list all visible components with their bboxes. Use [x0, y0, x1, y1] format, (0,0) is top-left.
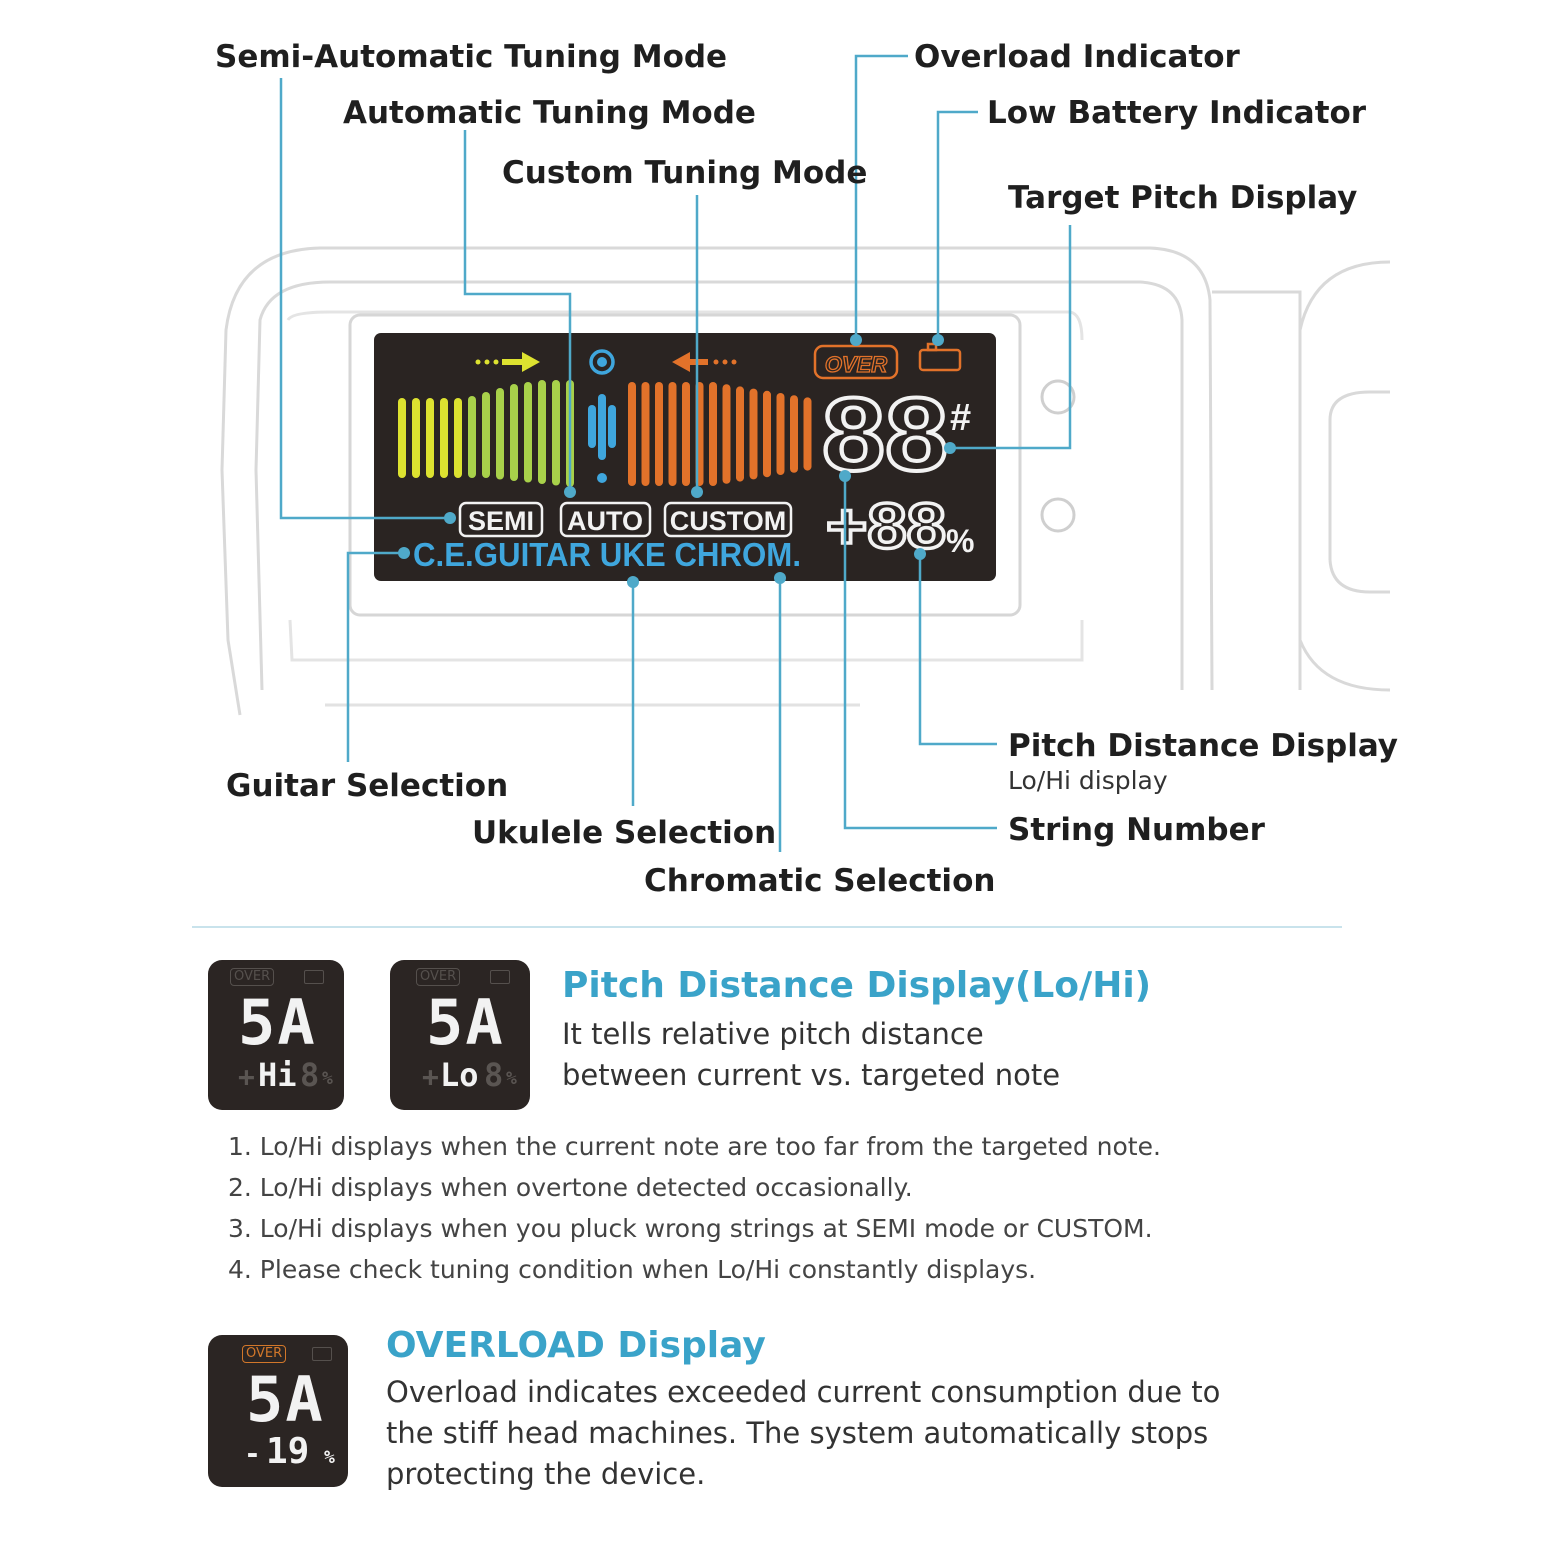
mini-battery-icon: [304, 970, 324, 984]
meter-bar-flat: [510, 384, 518, 481]
label-semi-automatic: Semi-Automatic Tuning Mode: [215, 39, 727, 75]
right-arrow-icon: [475, 352, 540, 372]
mini-battery-icon: [312, 1347, 332, 1361]
lohi-desc-line2: between current vs. targeted note: [562, 1058, 1061, 1092]
meter-bar-sharp: [803, 397, 812, 471]
mini-display-overload: OVER 5A - 19 %: [208, 1335, 348, 1487]
tuner-diagram: OVER 88 # +88 % SEMI AUTO CUSTOM C.E.GUI…: [192, 39, 1398, 928]
label-overload: Overload Indicator: [914, 39, 1241, 75]
mini-percent: %: [322, 1068, 333, 1089]
meter-bar-sharp: [776, 393, 785, 475]
lohi-title: Pitch Distance Display(Lo/Hi): [562, 965, 1152, 1006]
meter-bar-sharp: [628, 382, 636, 486]
mini-note-digits: 5A: [246, 1363, 325, 1436]
semi-mode-badge: SEMI: [458, 501, 544, 538]
meter-bar-flat: [468, 396, 476, 478]
housing-buttons: [1040, 379, 1076, 533]
lohi-notes-list: 1. Lo/Hi displays when the current note …: [228, 1126, 1308, 1290]
list-item: 3. Lo/Hi displays when you pluck wrong s…: [228, 1214, 1153, 1243]
lohi-desc-line1: It tells relative pitch distance: [562, 1017, 984, 1051]
mini-over-indicator: OVER: [230, 968, 275, 986]
meter-bar-flat: [538, 380, 546, 484]
label-custom: Custom Tuning Mode: [502, 155, 867, 191]
meter-bar-center: [588, 405, 596, 448]
lcd-over-text: OVER: [825, 352, 887, 377]
meter-bar-flat: [524, 382, 532, 483]
mini-sign: +: [422, 1060, 439, 1093]
auto-mode-badge: AUTO: [559, 501, 652, 538]
meter-bar-sharp: [682, 382, 690, 486]
meter-bar-flat: [482, 392, 490, 478]
percent-symbol: %: [946, 523, 974, 559]
tuner-housing: [220, 246, 1391, 716]
meter-bar-flat: [440, 398, 448, 478]
meter-bar-sharp: [736, 386, 744, 482]
label-target-pitch: Target Pitch Display: [1008, 180, 1357, 216]
label-automatic: Automatic Tuning Mode: [343, 95, 756, 131]
meter-bar-center: [598, 394, 606, 460]
meter-bar-sharp: [709, 382, 717, 486]
label-guitar: Guitar Selection: [226, 768, 508, 804]
meter-bar-sharp: [655, 382, 663, 486]
meter-bar-sharp: [641, 382, 650, 486]
label-pitch-distance-sub: Lo/Hi display: [1008, 766, 1168, 795]
mini-ghost-digit: 8: [484, 1056, 504, 1094]
lohi-text-block: Pitch Distance Display(Lo/Hi) It tells r…: [562, 965, 1322, 1096]
custom-mode-text: CUSTOM: [670, 506, 787, 536]
mini-lohi-value: Lo: [440, 1056, 479, 1094]
meter-bar-flat: [496, 388, 504, 480]
overload-desc-line3: protecting the device.: [386, 1457, 706, 1491]
meter-bar-sharp: [790, 395, 798, 473]
mini-sign: +: [238, 1060, 255, 1093]
in-tune-target-icon: [589, 349, 615, 375]
meter-bar-flat: [426, 398, 434, 478]
mini-percent: %: [324, 1447, 335, 1468]
mini-display-hi: OVER 5A + Hi 8 %: [208, 960, 344, 1110]
mini-over-indicator: OVER: [416, 968, 461, 986]
list-item: 1. Lo/Hi displays when the current note …: [228, 1132, 1161, 1161]
meter-bar-sharp: [722, 384, 731, 484]
auto-mode-text: AUTO: [567, 506, 643, 536]
mini-note-digits: 5A: [238, 986, 317, 1059]
semi-mode-text: SEMI: [468, 506, 534, 536]
meter-bar-flat: [454, 398, 462, 478]
device-button-lower[interactable]: [1040, 497, 1076, 533]
meter-bar-center: [608, 405, 616, 448]
mini-distance-value: 19: [266, 1431, 310, 1472]
meter-bar-sharp: [763, 390, 771, 478]
list-item: 2. Lo/Hi displays when overtone detected…: [228, 1173, 913, 1202]
meter-bar-flat: [552, 380, 560, 486]
mini-display-lo: OVER 5A + Lo 8 %: [390, 960, 530, 1110]
overload-desc-line2: the stiff head machines. The system auto…: [386, 1416, 1209, 1450]
leader-lines: [279, 54, 1072, 852]
label-pitch-distance: Pitch Distance Display: [1008, 728, 1398, 764]
label-chromatic: Chromatic Selection: [644, 863, 995, 899]
leader-dots: [398, 334, 956, 588]
meter-bar-sharp: [668, 382, 677, 486]
overload-title: OVERLOAD Display: [386, 1325, 766, 1366]
meter-bar-flat: [398, 398, 406, 478]
battery-icon: [918, 342, 962, 372]
mini-percent: %: [506, 1068, 517, 1089]
custom-mode-badge: CUSTOM: [663, 501, 793, 538]
mini-battery-icon: [490, 970, 510, 984]
meter-bar-flat: [412, 398, 420, 478]
device-button-upper[interactable]: [1040, 379, 1076, 415]
label-low-battery: Low Battery Indicator: [987, 95, 1367, 131]
label-ukulele: Ukulele Selection: [472, 815, 776, 851]
meter-center-dot: [597, 473, 607, 483]
mini-over-indicator: OVER: [242, 1345, 287, 1363]
meter-bar-sharp: [749, 388, 758, 480]
sharp-symbol: #: [950, 397, 971, 439]
mini-lohi-value: Hi: [258, 1056, 297, 1094]
list-item: 4. Please check tuning condition when Lo…: [228, 1255, 1037, 1284]
mini-sign: -: [244, 1437, 261, 1470]
overload-text-block: OVERLOAD Display Overload indicates exce…: [386, 1325, 1286, 1495]
instrument-selection-text: C.E.GUITAR UKE CHROM.: [413, 536, 801, 573]
label-string-number: String Number: [1008, 812, 1266, 848]
mini-ghost-digit: 8: [300, 1056, 320, 1094]
overload-desc-line1: Overload indicates exceeded current cons…: [386, 1375, 1221, 1409]
mini-note-digits: 5A: [426, 986, 505, 1059]
